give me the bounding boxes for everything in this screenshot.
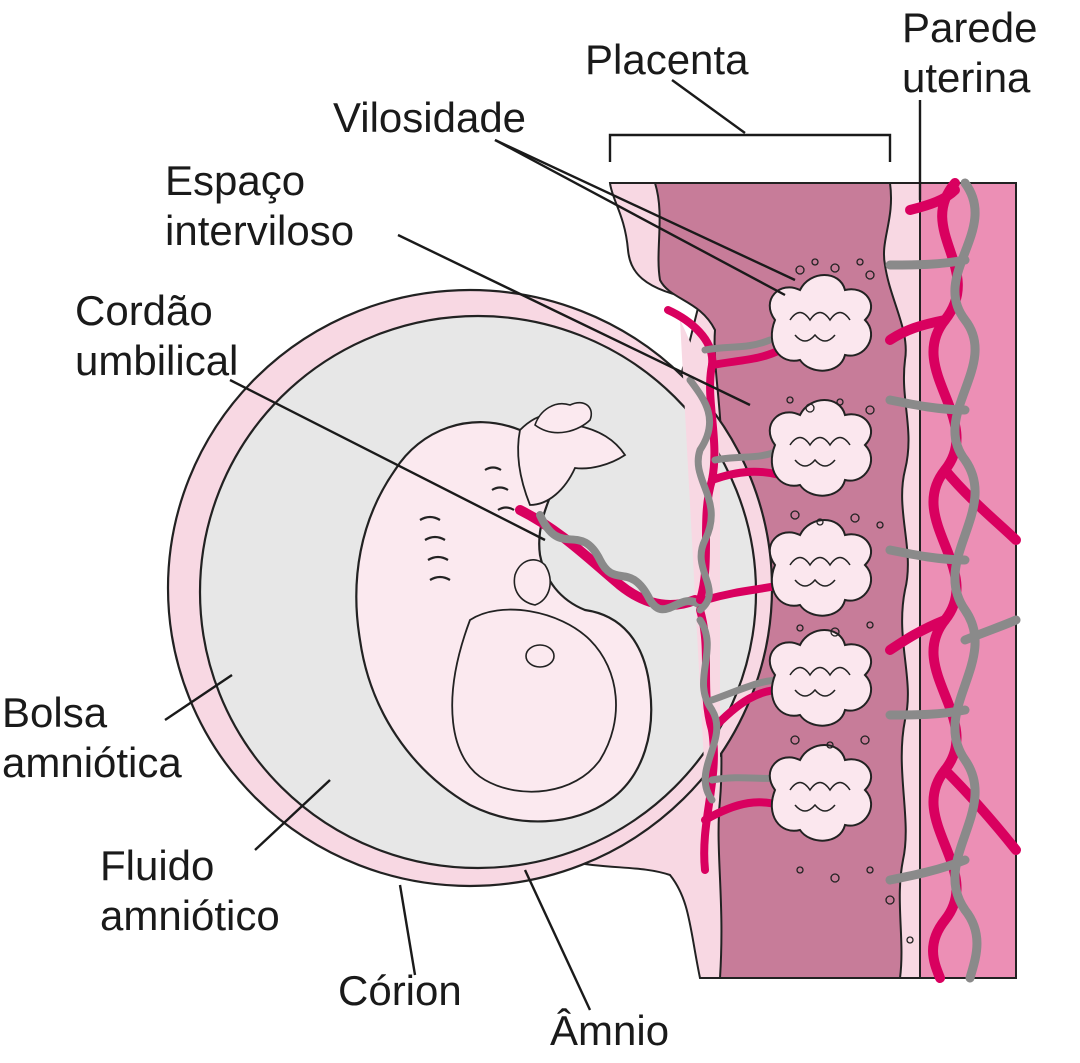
leader-lines [164, 79, 922, 1011]
placenta-bracket [608, 133, 892, 162]
fetus-foot [534, 401, 592, 434]
leader-cordao-umbilical [229, 378, 546, 542]
label-parede-line2: uterina [902, 54, 1031, 101]
label-fluido-line1: Fluido [100, 842, 214, 889]
umbilical-vein-cord [536, 511, 704, 614]
villi-capillaries [789, 311, 851, 812]
label-fluido-line2: amniótico [100, 892, 280, 939]
leader-amnio [523, 869, 592, 1011]
leader-bolsa-amniotica [164, 674, 233, 721]
label-cordao-line1: Cordão [75, 287, 213, 334]
leader-fluido-amniotico [254, 779, 331, 851]
villi [768, 274, 872, 842]
villus-4 [768, 629, 872, 727]
leader-vilosidade-1 [494, 138, 786, 297]
leader-vilosidade-2 [494, 138, 796, 282]
intervillous-blood-dots [786, 258, 914, 944]
villus-1 [768, 274, 872, 372]
label-espaco-line2: interviloso [165, 207, 354, 254]
label-placenta: Placenta [585, 36, 749, 83]
leader-corion [398, 884, 417, 976]
fetus-skin-folds [419, 466, 515, 581]
label-espaco-line1: Espaço [165, 157, 305, 204]
fetus-arm [513, 559, 551, 606]
fetus-head [451, 608, 617, 793]
label-bolsa-line2: amniótica [2, 739, 182, 786]
label-parede-line1: Parede [902, 4, 1037, 51]
villus-3 [768, 519, 872, 617]
label-amnio: Âmnio [550, 1007, 669, 1054]
label-cordao-line2: umbilical [75, 337, 238, 384]
villus-5 [768, 744, 872, 842]
label-vilosidade: Vilosidade [333, 94, 526, 141]
label-bolsa-line1: Bolsa [2, 689, 108, 736]
leader-placenta [671, 79, 746, 134]
villus-2 [768, 399, 872, 497]
uterine-veins [885, 178, 1021, 983]
fetus-ear [525, 644, 555, 668]
leader-espaco-interviloso [397, 233, 751, 407]
label-corion: Córion [338, 967, 462, 1014]
